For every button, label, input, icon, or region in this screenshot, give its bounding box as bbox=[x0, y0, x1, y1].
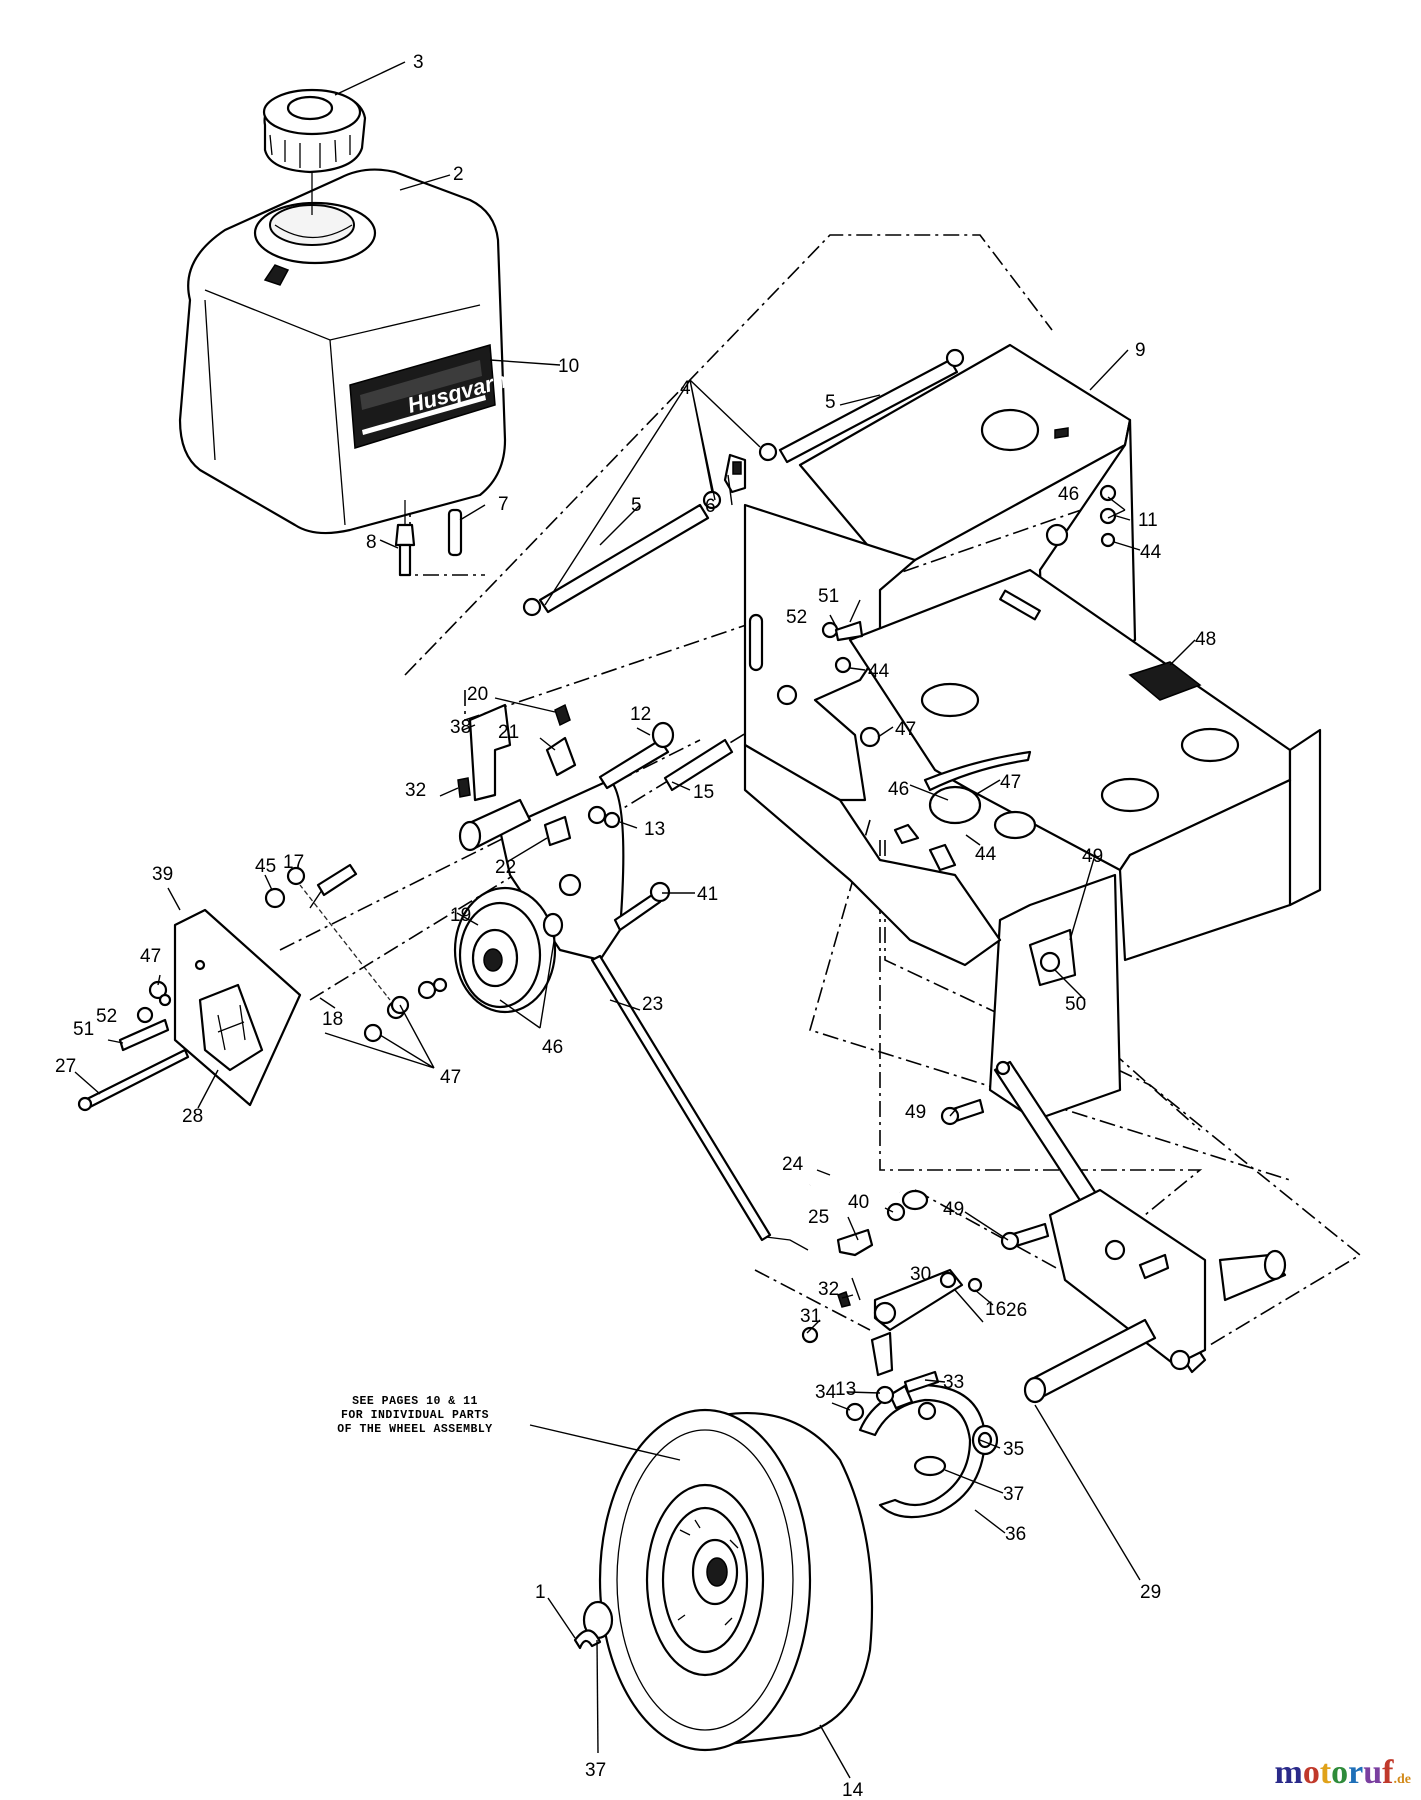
spring-fasteners bbox=[264, 863, 448, 1043]
callout-52-plate: 52 bbox=[96, 1006, 117, 1027]
fuel-fittings bbox=[394, 500, 463, 577]
callout-10: 10 bbox=[558, 356, 579, 377]
callout-5-lower: 5 bbox=[631, 495, 642, 516]
callout-26: 26 bbox=[1006, 1300, 1027, 1321]
wheel-assembly-note: SEE PAGES 10 & 11 FOR INDIVIDUAL PARTS O… bbox=[337, 1395, 681, 1461]
fuel-tank: Husqvarna bbox=[178, 168, 521, 535]
callout-9: 9 bbox=[1135, 340, 1146, 361]
idler-pulley bbox=[453, 886, 564, 1014]
callout-23: 23 bbox=[642, 994, 663, 1015]
callout-49-lower: 49 bbox=[943, 1199, 964, 1220]
callout-52-frame: 52 bbox=[786, 607, 807, 628]
callout-1: 1 bbox=[535, 1582, 546, 1603]
tension-spring bbox=[286, 866, 406, 1020]
callout-34: 34 bbox=[815, 1382, 837, 1403]
callout-19: 19 bbox=[450, 905, 471, 926]
callout-13-lower: 13 bbox=[835, 1379, 856, 1400]
callout-22: 22 bbox=[495, 857, 516, 878]
note-line-3: OF THE WHEEL ASSEMBLY bbox=[337, 1423, 492, 1436]
callout-32-upper: 32 bbox=[405, 780, 426, 801]
brake-linkage bbox=[801, 1060, 1287, 1404]
callout-40: 40 bbox=[848, 1192, 869, 1213]
callout-45: 45 bbox=[255, 856, 276, 877]
callout-15: 15 bbox=[693, 782, 714, 803]
callout-30: 30 bbox=[910, 1264, 931, 1285]
drive-wheel bbox=[573, 1408, 874, 1752]
fuel-cap bbox=[262, 88, 367, 215]
callout-4: 4 bbox=[680, 378, 691, 399]
callout-29: 29 bbox=[1140, 1582, 1161, 1603]
callout-7: 7 bbox=[498, 494, 509, 515]
callout-18: 18 bbox=[322, 1009, 343, 1030]
callout-17: 17 bbox=[283, 852, 304, 873]
watermark-tld: .de bbox=[1393, 1772, 1412, 1787]
callout-49-upper: 49 bbox=[905, 1102, 926, 1123]
brake-band bbox=[845, 1370, 999, 1519]
callout-38: 38 bbox=[450, 717, 471, 738]
watermark-name: motoruf bbox=[1274, 1754, 1394, 1791]
callout-47-bracket: 47 bbox=[1000, 772, 1021, 793]
callout-14: 14 bbox=[842, 1780, 864, 1800]
callout-2: 2 bbox=[453, 164, 464, 185]
callout-5-upper: 5 bbox=[825, 392, 836, 413]
callout-48: 48 bbox=[1195, 629, 1216, 650]
callout-47-frame: 47 bbox=[895, 719, 916, 740]
brand-decal: Husqvarna bbox=[349, 344, 521, 449]
fuel-hoses bbox=[522, 348, 965, 617]
callout-32-lower: 32 bbox=[818, 1279, 839, 1300]
idler-arm-assembly bbox=[457, 703, 809, 1251]
callout-24: 24 bbox=[782, 1154, 804, 1175]
callout-46-mid: 46 bbox=[888, 779, 909, 800]
callout-51-plate: 51 bbox=[73, 1019, 94, 1040]
callout-39: 39 bbox=[152, 864, 173, 885]
callout-11: 11 bbox=[1138, 510, 1158, 531]
callout-12: 12 bbox=[630, 704, 651, 725]
callout-21: 21 bbox=[498, 722, 519, 743]
cover-plate bbox=[77, 908, 302, 1112]
callout-6: 6 bbox=[705, 496, 716, 517]
callout-8: 8 bbox=[366, 532, 377, 553]
callout-35: 35 bbox=[1003, 1439, 1024, 1460]
callout-46-lower: 46 bbox=[542, 1037, 563, 1058]
callout-46-upper: 46 bbox=[1058, 484, 1079, 505]
callout-16: 16 bbox=[985, 1299, 1006, 1320]
watermark: motoruf.de bbox=[1275, 1754, 1412, 1792]
callout-13-upper: 13 bbox=[644, 819, 665, 840]
callout-28: 28 bbox=[182, 1106, 203, 1127]
callout-3: 3 bbox=[413, 52, 424, 73]
callout-36: 36 bbox=[1005, 1524, 1026, 1545]
callout-31: 31 bbox=[800, 1306, 821, 1327]
note-line-2: FOR INDIVIDUAL PARTS bbox=[341, 1409, 489, 1422]
callout-41: 41 bbox=[697, 884, 718, 905]
callout-44-upper: 44 bbox=[1140, 542, 1162, 563]
callout-25: 25 bbox=[808, 1207, 829, 1228]
callout-50: 50 bbox=[1065, 994, 1086, 1015]
callout-47-spring: 47 bbox=[440, 1067, 461, 1088]
leader-lines bbox=[74, 61, 1196, 1779]
note-line-1: SEE PAGES 10 & 11 bbox=[352, 1395, 478, 1408]
callout-44-lower: 44 bbox=[975, 844, 997, 865]
callout-20: 20 bbox=[467, 684, 488, 705]
chassis-frame bbox=[743, 343, 1322, 1122]
callout-47-plate: 47 bbox=[140, 946, 161, 967]
callout-27: 27 bbox=[55, 1056, 76, 1077]
callout-37-left: 37 bbox=[585, 1760, 606, 1781]
callout-numbers: 1 2 3 4 5 5 6 7 8 9 10 11 12 13 13 14 15… bbox=[55, 52, 1216, 1800]
callout-33: 33 bbox=[943, 1372, 964, 1393]
callout-51-frame: 51 bbox=[818, 586, 839, 607]
callout-37-right: 37 bbox=[1003, 1484, 1024, 1505]
callout-49-bracket: 49 bbox=[1082, 846, 1103, 867]
callout-44-mid: 44 bbox=[868, 661, 890, 682]
